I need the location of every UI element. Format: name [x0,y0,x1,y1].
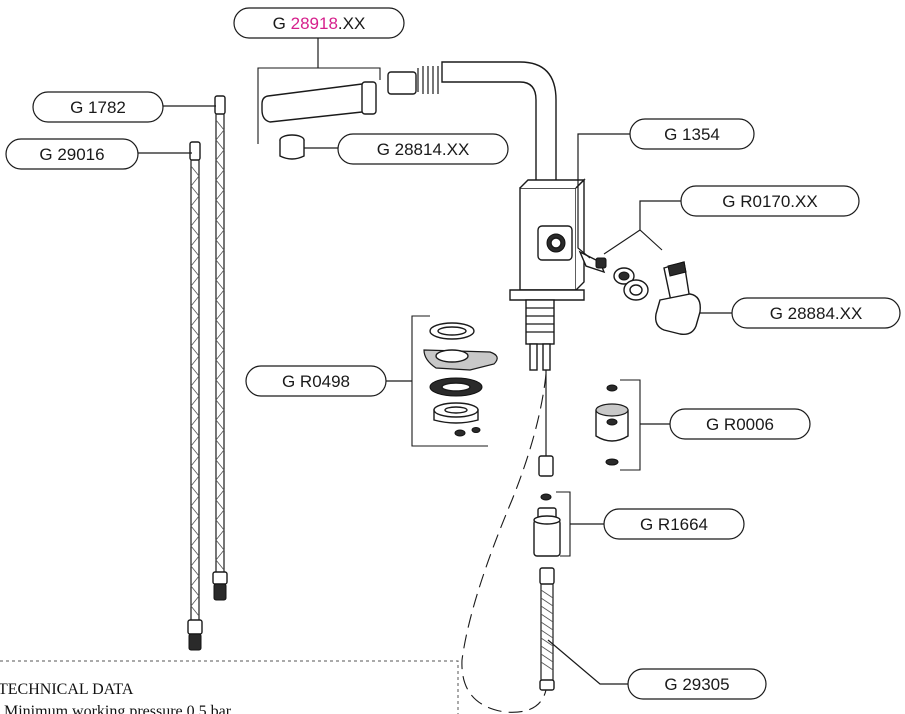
aerator-part [279,134,305,160]
lever-part [654,261,701,336]
label-pullout-hose-text: G 29305 [664,675,729,694]
label-cartridge: G 1354 [629,118,755,150]
label-lever-text: G 28884.XX [770,304,863,323]
label-spout: G 28918.XX [233,7,405,39]
label-handle-kit-text: G R0170.XX [722,192,817,211]
label-connector-kit-text: G R0006 [706,415,774,434]
technical-data-title: TECHNICAL DATA [0,681,134,698]
technical-data-line: Minimum working pressure 0,5 bar [4,703,232,714]
label-connector-kit: G R0006 [669,408,811,440]
weight-parts [533,493,561,557]
label-spout-text: G 28918.XX [273,14,366,33]
label-weight-text: G R1664 [640,515,708,534]
label-handle-kit: G R0170.XX [680,185,860,217]
label-hose-29016: G 29016 [5,138,139,170]
spray-head [261,81,377,123]
pullout-hose-parts [461,370,555,713]
label-cartridge-text: G 1354 [664,125,720,144]
handle-kit-parts [613,267,649,301]
label-hose-29016-text: G 29016 [39,145,104,164]
label-fixing-kit: G R0498 [245,365,387,397]
label-aerator-text: G 28814.XX [377,140,470,159]
label-hose-1782-text: G 1782 [70,98,126,117]
leader-lines [138,38,732,685]
faucet-body [387,61,586,371]
flex-hose-29016 [187,141,203,651]
fixing-kit-parts [423,322,498,437]
label-weight: G R1664 [603,508,745,540]
label-pullout-hose: G 29305 [627,668,767,700]
label-aerator: G 28814.XX [337,133,509,165]
flex-hose-1782 [212,95,228,601]
technical-data-box: TECHNICAL DATA Minimum working pressure … [0,660,459,714]
connector-kit-parts [595,384,629,466]
cartridge-part [578,250,607,274]
label-hose-1782: G 1782 [32,91,164,123]
label-lever: G 28884.XX [731,297,901,329]
label-fixing-kit-text: G R0498 [282,372,350,391]
